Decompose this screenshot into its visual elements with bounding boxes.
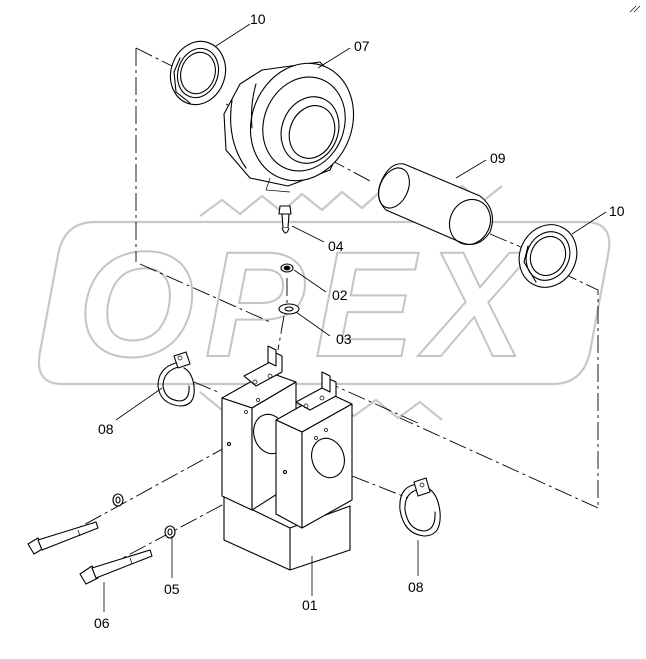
circlip-left bbox=[157, 351, 195, 407]
label-part-08-right: 08 bbox=[408, 579, 424, 595]
bolt-upper bbox=[27, 521, 99, 555]
label-part-08-left: 08 bbox=[98, 421, 114, 437]
bracket-housing bbox=[221, 345, 353, 571]
lock-washer-upper bbox=[112, 493, 124, 507]
roller-wheel bbox=[223, 61, 355, 193]
leader-lines bbox=[103, 23, 607, 612]
opex-watermark: OPEX bbox=[37, 184, 611, 421]
bolt-lower bbox=[79, 549, 153, 585]
corner-mark bbox=[629, 5, 641, 13]
label-part-04: 04 bbox=[328, 238, 344, 254]
seal-ring-top bbox=[169, 40, 227, 106]
label-part-09: 09 bbox=[490, 150, 506, 166]
label-part-05: 05 bbox=[164, 581, 180, 597]
label-part-01: 01 bbox=[302, 597, 318, 613]
seal-ring-right bbox=[518, 224, 578, 288]
watermark-text: OPEX bbox=[78, 220, 535, 388]
bushing-sleeve bbox=[377, 163, 493, 246]
label-part-10-top: 10 bbox=[250, 11, 266, 27]
washer-small bbox=[280, 263, 294, 273]
label-part-07: 07 bbox=[354, 38, 370, 54]
label-part-03: 03 bbox=[336, 331, 352, 347]
circlip-right bbox=[399, 477, 441, 537]
label-part-06: 06 bbox=[94, 615, 110, 631]
label-part-02: 02 bbox=[332, 287, 348, 303]
washer-flat bbox=[278, 303, 300, 315]
callout-labels: 10 07 09 10 04 02 03 08 08 01 05 06 bbox=[94, 11, 625, 631]
lock-washer-lower bbox=[164, 525, 176, 539]
grease-nipple bbox=[278, 205, 292, 234]
label-part-10-right: 10 bbox=[609, 203, 625, 219]
